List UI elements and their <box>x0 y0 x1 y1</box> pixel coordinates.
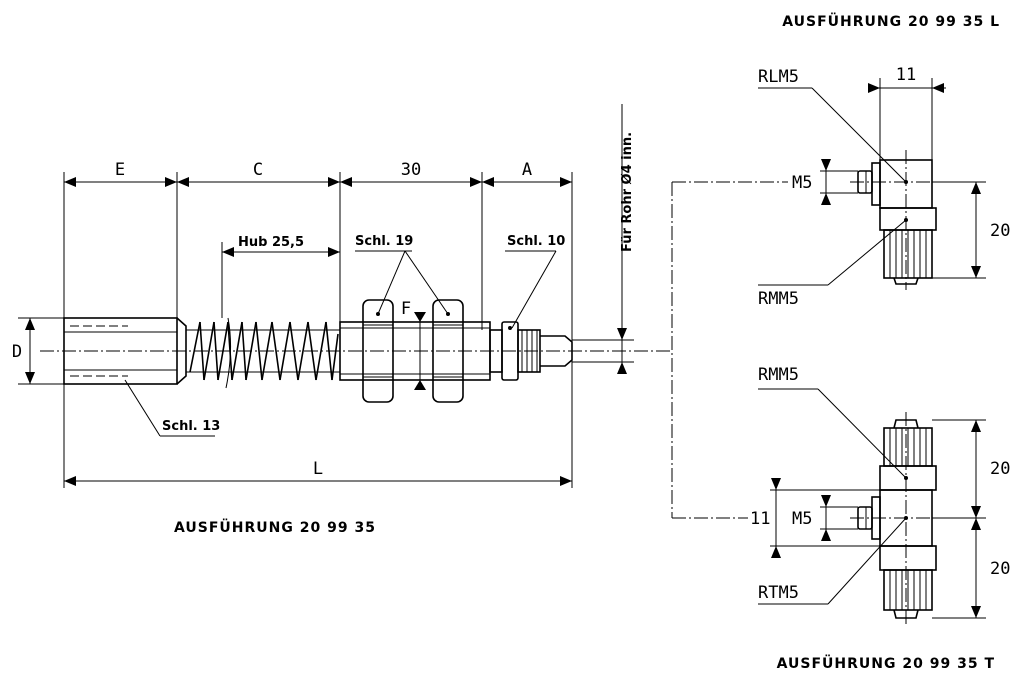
spring <box>186 317 340 389</box>
dim-c: C <box>253 160 263 180</box>
label-rmm5-l: RMM5 <box>758 289 799 309</box>
dim-f: F <box>401 299 411 319</box>
title-variant-l: AUSFÜHRUNG 20 99 35 L <box>782 12 1000 30</box>
dim-t-20-top: 20 <box>990 459 1010 479</box>
dim-e: E <box>115 160 125 180</box>
title-main: AUSFÜHRUNG 20 99 35 <box>174 518 376 536</box>
variant-l-drawing <box>758 78 986 290</box>
label-rtm5: RTM5 <box>758 583 799 603</box>
dim-d: D <box>12 342 22 362</box>
dim-t-11: 11 <box>750 509 770 529</box>
title-variant-t: AUSFÜHRUNG 20 99 35 T <box>777 654 995 672</box>
connection-lines <box>671 181 788 519</box>
label-rlm5: RLM5 <box>758 67 799 87</box>
dim-l-m5: M5 <box>792 173 812 193</box>
dim-l-20: 20 <box>990 221 1010 241</box>
dim-a: A <box>522 160 532 180</box>
label-schl-19: Schl. 19 <box>355 234 413 249</box>
label-schl-13: Schl. 13 <box>162 419 220 434</box>
label-schl-10: Schl. 10 <box>507 234 565 249</box>
label-hub: Hub 25,5 <box>238 235 304 250</box>
dim-l-11: 11 <box>896 65 916 85</box>
dim-t-20-bottom: 20 <box>990 559 1010 579</box>
main-dimensions <box>18 104 634 488</box>
variant-t-drawing <box>758 388 986 626</box>
dim-t-m5: M5 <box>792 509 812 529</box>
dim-l: L <box>313 459 323 479</box>
main-assembly <box>40 299 672 403</box>
label-rohr: Für Rohr Ø4 inn. <box>620 132 635 252</box>
dim-30: 30 <box>401 160 421 180</box>
label-rmm5-t: RMM5 <box>758 365 799 385</box>
